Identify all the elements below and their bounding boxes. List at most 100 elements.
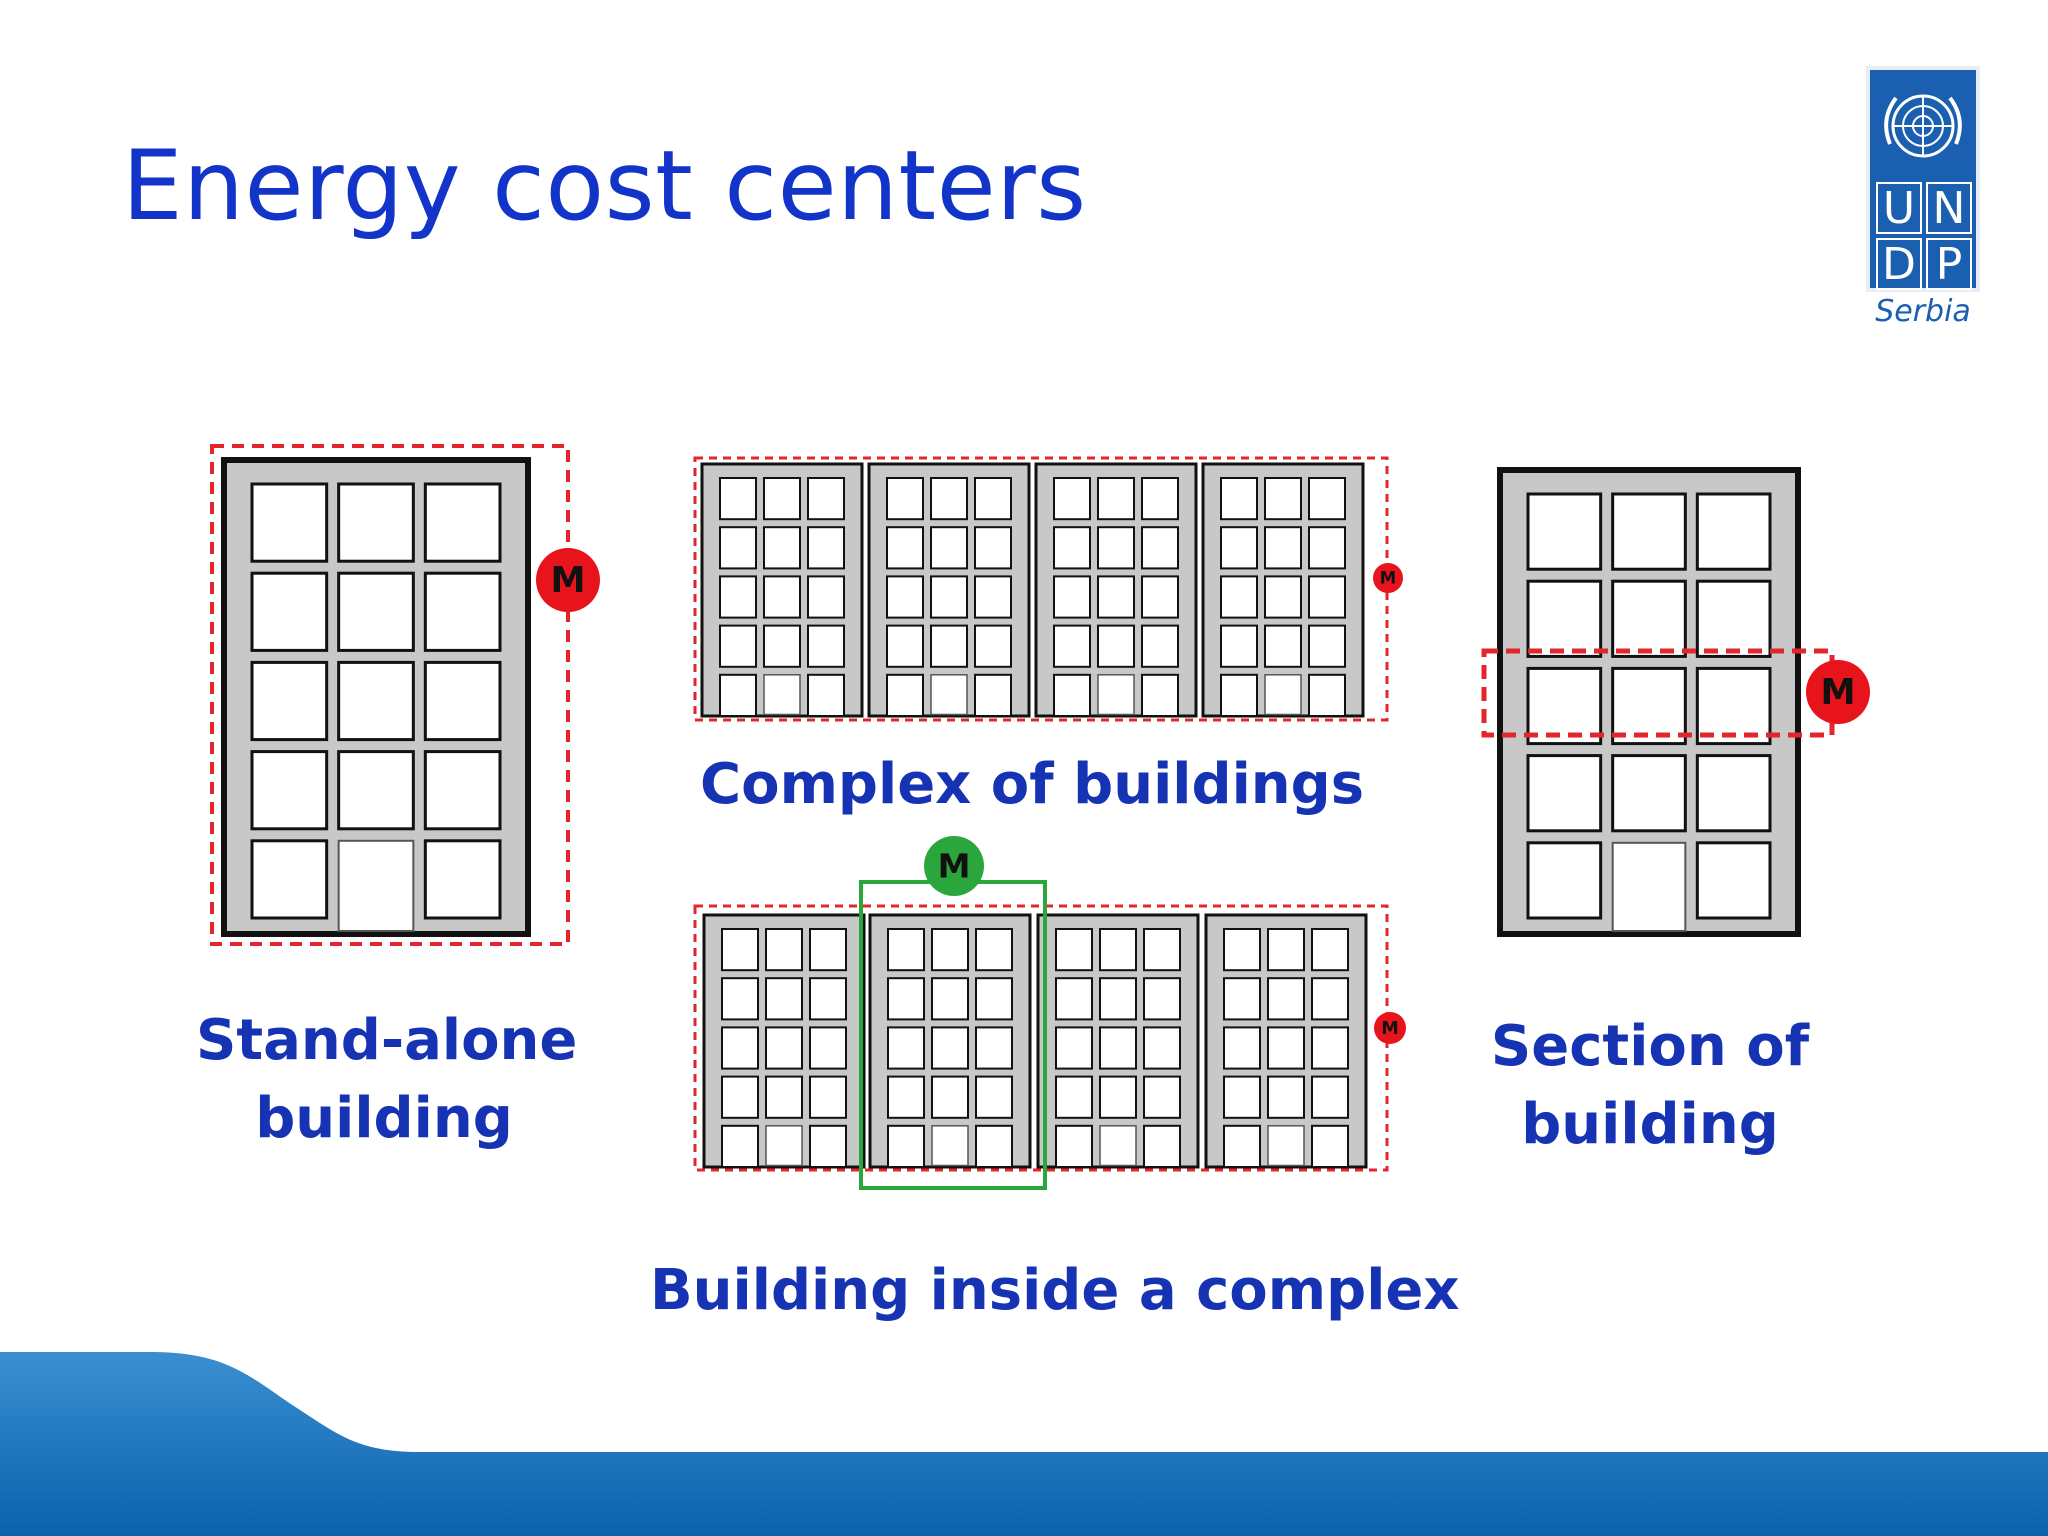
window [1264,624,1302,668]
building [221,457,531,937]
door [1097,674,1135,716]
door [1267,1125,1305,1167]
window [423,839,502,920]
window [1099,1026,1137,1070]
window [721,1124,759,1169]
window [250,839,329,920]
window [930,526,968,570]
window [719,673,757,717]
door [1099,1125,1137,1167]
window [1695,754,1772,833]
window [1141,526,1179,570]
door [1264,674,1302,716]
window [763,526,801,570]
meter-label: M [1820,672,1855,713]
window [337,571,415,652]
window [931,977,969,1021]
window [1526,579,1603,658]
window [1611,492,1687,571]
building [1201,462,1365,718]
window [250,660,329,742]
logo-letter: P [1926,238,1972,290]
caption-line: Section of [1490,1014,1810,1079]
caption-section: Section of building [1460,1008,1840,1164]
window [1223,1026,1261,1070]
meter-circle [536,548,600,612]
window [721,1075,759,1119]
window [887,1075,925,1119]
meter-red-icon: M [1806,660,1870,724]
window [1053,624,1091,668]
boundary-dashed [693,904,1389,1172]
logo-letter: U [1876,182,1922,234]
window [763,624,801,668]
window [1611,666,1687,746]
window [763,575,801,619]
window [807,526,845,570]
door [930,674,968,716]
window [1143,928,1181,972]
building [1497,467,1801,937]
window [887,977,925,1021]
window [1311,1075,1349,1119]
window [1695,492,1772,571]
building [1034,462,1198,718]
window [1141,673,1179,717]
building [1204,913,1368,1169]
window [975,977,1013,1021]
window [1526,754,1603,833]
standalone-building-diagram: M [210,444,600,946]
undp-logo-box: U N D P [1866,66,1980,292]
window [1053,673,1091,717]
window [1267,928,1305,972]
window [1695,666,1772,746]
window [765,1026,803,1070]
caption-line: Stand-alone [196,1008,578,1073]
window [1267,1075,1305,1119]
window [1308,477,1346,521]
boundary-dashed [1481,648,1835,738]
window [1143,977,1181,1021]
window [1223,1124,1261,1169]
window [809,977,847,1021]
caption-inside-complex: Building inside a complex [650,1258,1460,1323]
window [1311,977,1349,1021]
window [1097,624,1135,668]
window [1611,579,1687,658]
window [423,482,502,563]
window [1143,1124,1181,1169]
window [1220,673,1258,717]
window [250,482,329,563]
window [719,526,757,570]
window [1141,575,1179,619]
window [719,624,757,668]
door [931,1125,969,1167]
meter-label: M [1381,1019,1399,1039]
window [930,624,968,668]
window [886,575,924,619]
meter-circle [924,836,984,896]
window [975,1075,1013,1119]
window [1055,1075,1093,1119]
window [1220,526,1258,570]
window [809,1026,847,1070]
meter-label: M [1380,569,1396,588]
window [807,673,845,717]
window [886,477,924,521]
window [974,624,1012,668]
window [423,660,502,742]
window [1097,477,1135,521]
footer-wave-shape [0,1352,2048,1536]
slide-title: Energy cost centers [122,130,1087,242]
undp-logo: U N D P Serbia [1866,66,1980,329]
meter-red-icon: M [1373,563,1403,593]
window [1264,477,1302,521]
window [975,928,1013,972]
window [1308,624,1346,668]
window [1220,624,1258,668]
window [974,526,1012,570]
window [975,1026,1013,1070]
meter-circle [1806,660,1870,724]
